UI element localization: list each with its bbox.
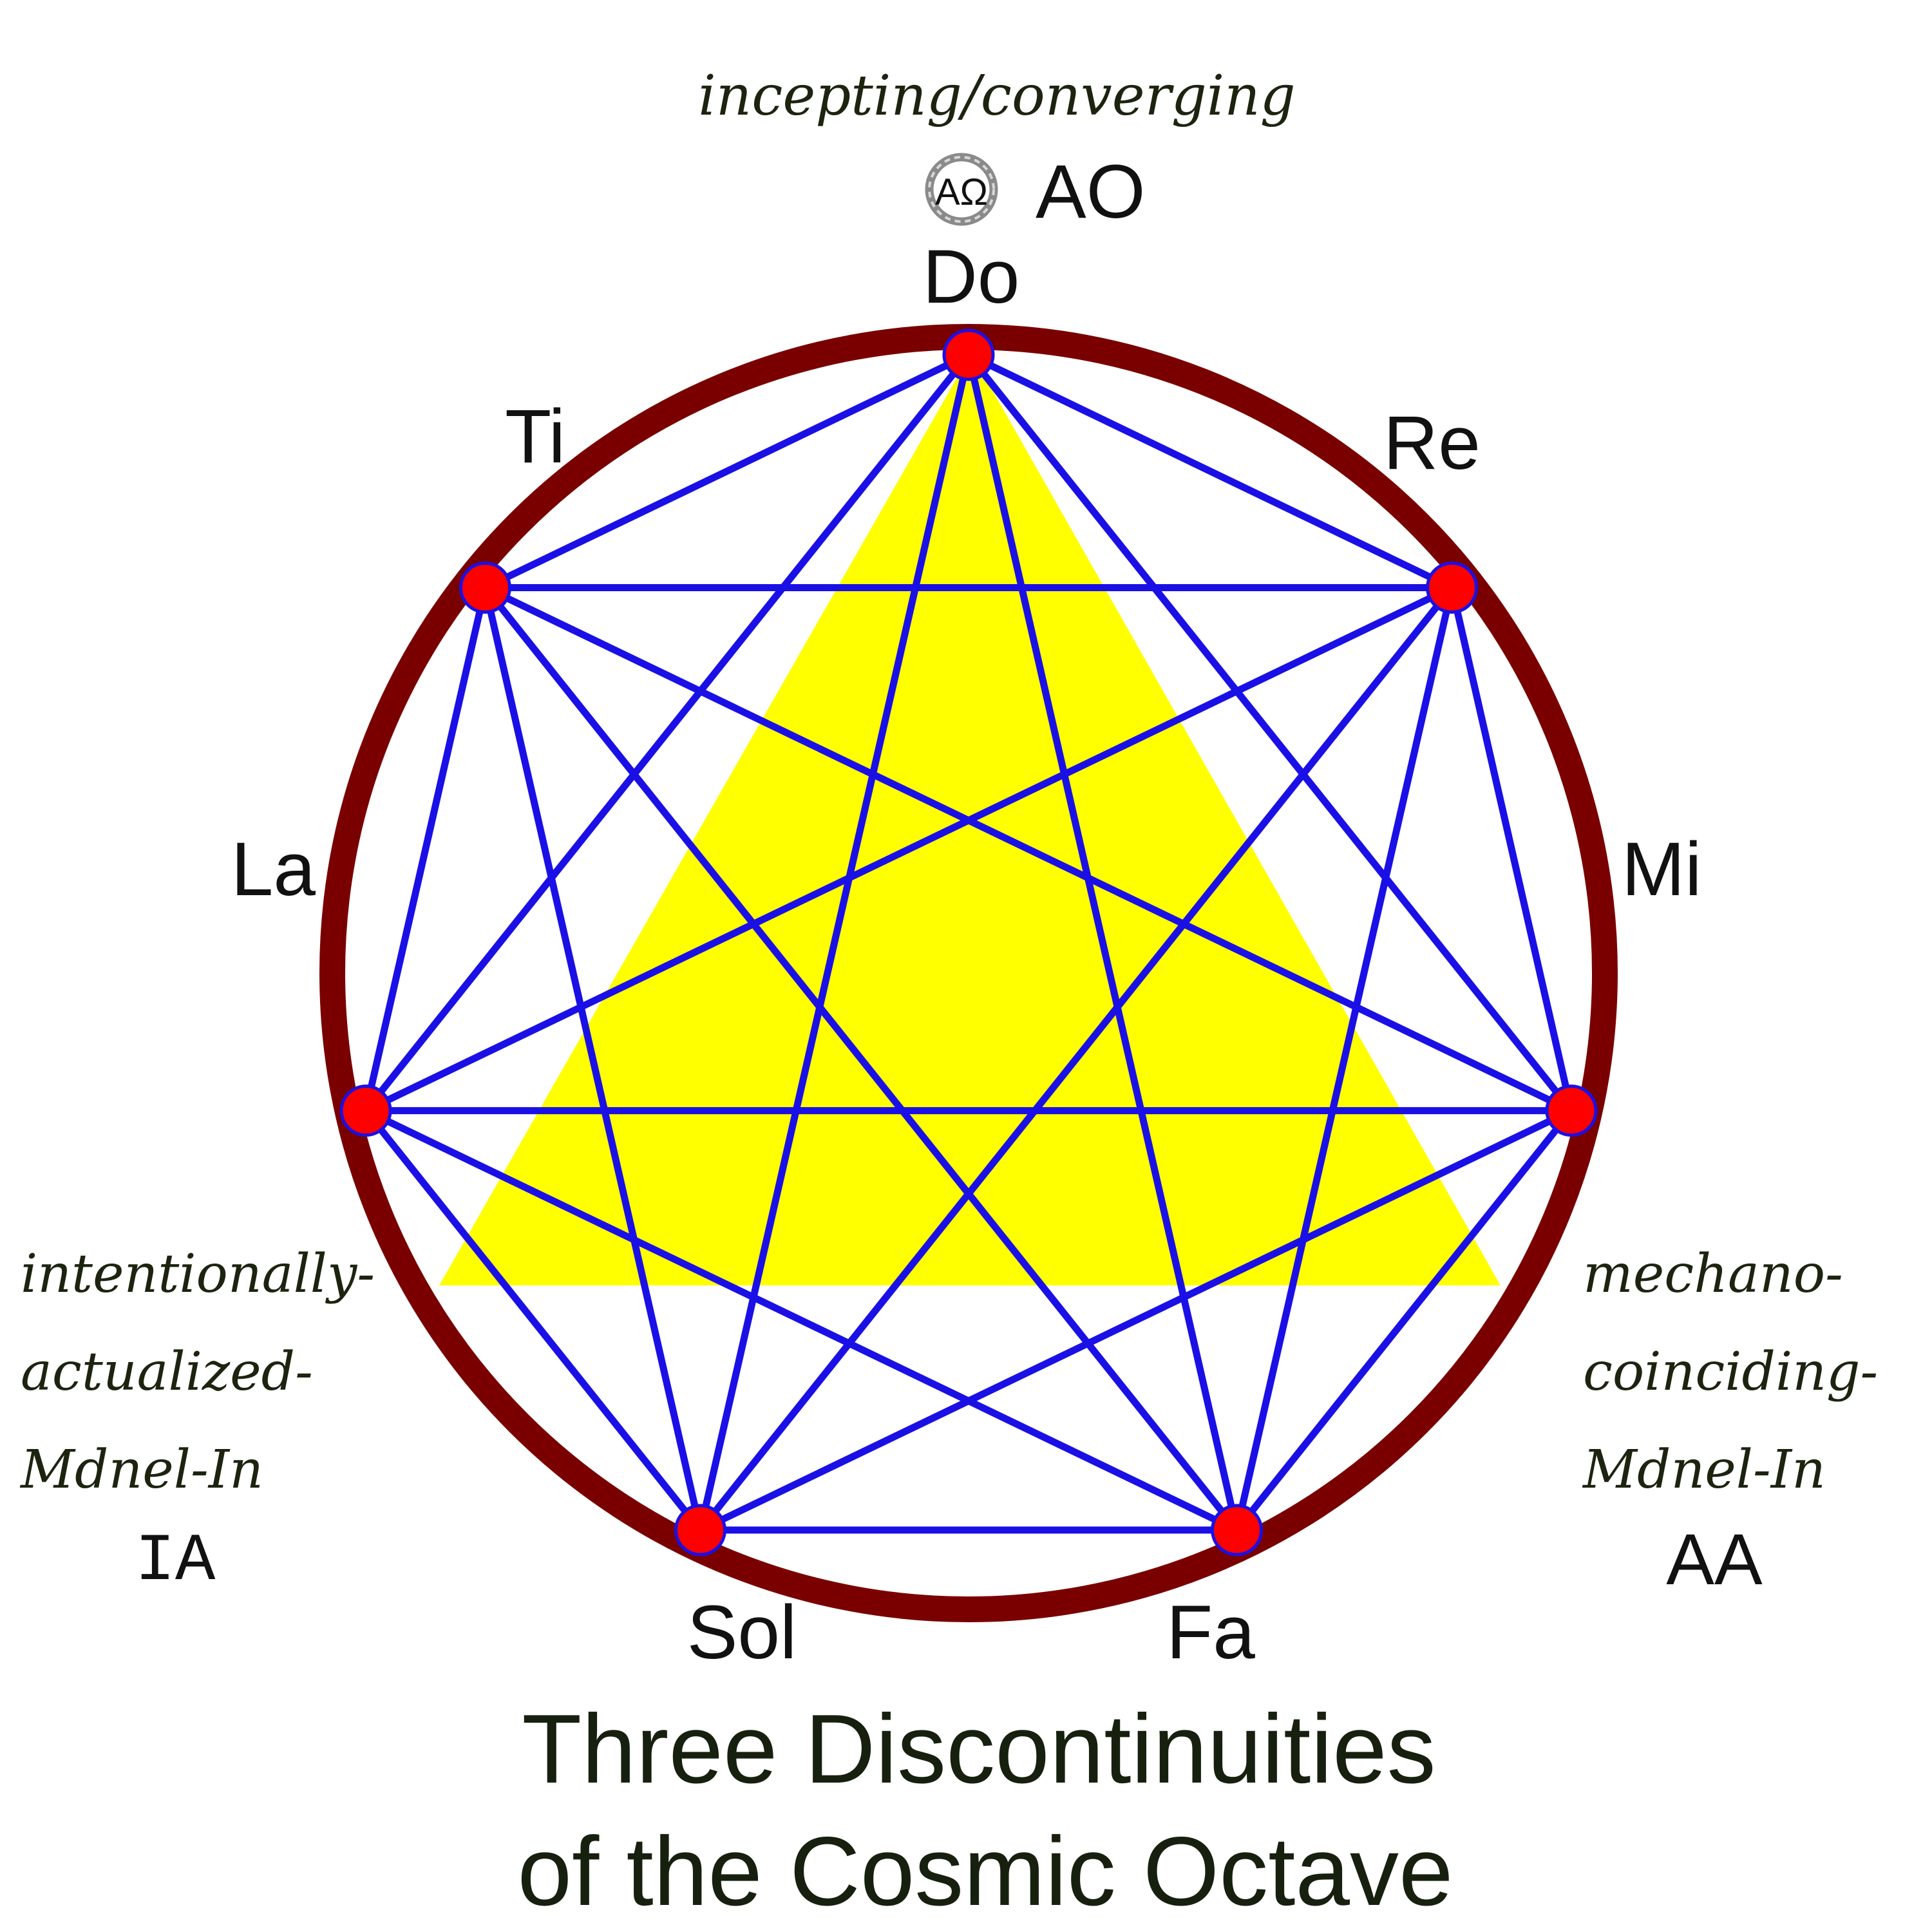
right-caption-line-3: Mdnel-In [1582, 1439, 1826, 1501]
note-label-do: Do [923, 234, 1020, 319]
right-caption-line-1: mechano- [1583, 1244, 1843, 1305]
node-do [942, 328, 995, 381]
title-line-1: Three Discontinuities [522, 1694, 1435, 1804]
node-la [339, 1084, 392, 1137]
right-caption-line-2: coinciding- [1583, 1341, 1878, 1403]
chord-lines [362, 351, 1575, 1534]
right-code: AA [1666, 1519, 1763, 1600]
chord-re-mi [1448, 583, 1575, 1115]
chord-fa-ti [481, 583, 1241, 1534]
chord-re-fa [1233, 583, 1456, 1534]
chord-mi-fa [1233, 1107, 1575, 1534]
node-fa [1211, 1504, 1264, 1557]
note-label-fa: Fa [1166, 1590, 1255, 1675]
chord-mi-ti [481, 583, 1575, 1115]
left-caption-line-3: Mdnel-In [19, 1439, 263, 1501]
left-caption-line-1: intentionally- [21, 1244, 375, 1305]
chord-do-re [965, 351, 1456, 591]
note-label-la: La [231, 827, 316, 912]
chord-re-la [362, 583, 1456, 1115]
chord-do-ti [481, 351, 972, 591]
chord-do-fa [965, 351, 1241, 1534]
chord-sol-la [362, 1107, 704, 1534]
note-nodes [339, 328, 1598, 1557]
note-label-re: Re [1383, 401, 1481, 486]
note-label-sol: Sol [687, 1590, 797, 1675]
left-code: IA [135, 1524, 216, 1600]
chord-re-sol [696, 583, 1456, 1534]
chord-do-sol [696, 351, 972, 1534]
top-code: AO [1036, 149, 1146, 234]
node-sol [674, 1504, 726, 1557]
chord-la-ti [362, 583, 489, 1115]
top-caption: incepting/converging [698, 64, 1295, 128]
ouroboros-icon: AΩ [925, 153, 998, 226]
node-ti [459, 561, 511, 614]
note-label-mi: Mi [1622, 827, 1702, 912]
title-line-2: of the Cosmic Octave [518, 1817, 1454, 1926]
chord-mi-sol [696, 1107, 1575, 1534]
left-caption-line-2: actualized- [21, 1341, 313, 1403]
alpha-omega-symbol: AΩ [935, 171, 988, 213]
node-mi [1545, 1084, 1598, 1137]
chord-sol-ti [481, 583, 704, 1534]
chord-do-la [362, 351, 972, 1115]
note-label-ti: Ti [505, 394, 565, 479]
node-re [1426, 561, 1479, 614]
chord-do-mi [965, 351, 1575, 1115]
chord-fa-la [362, 1107, 1241, 1534]
